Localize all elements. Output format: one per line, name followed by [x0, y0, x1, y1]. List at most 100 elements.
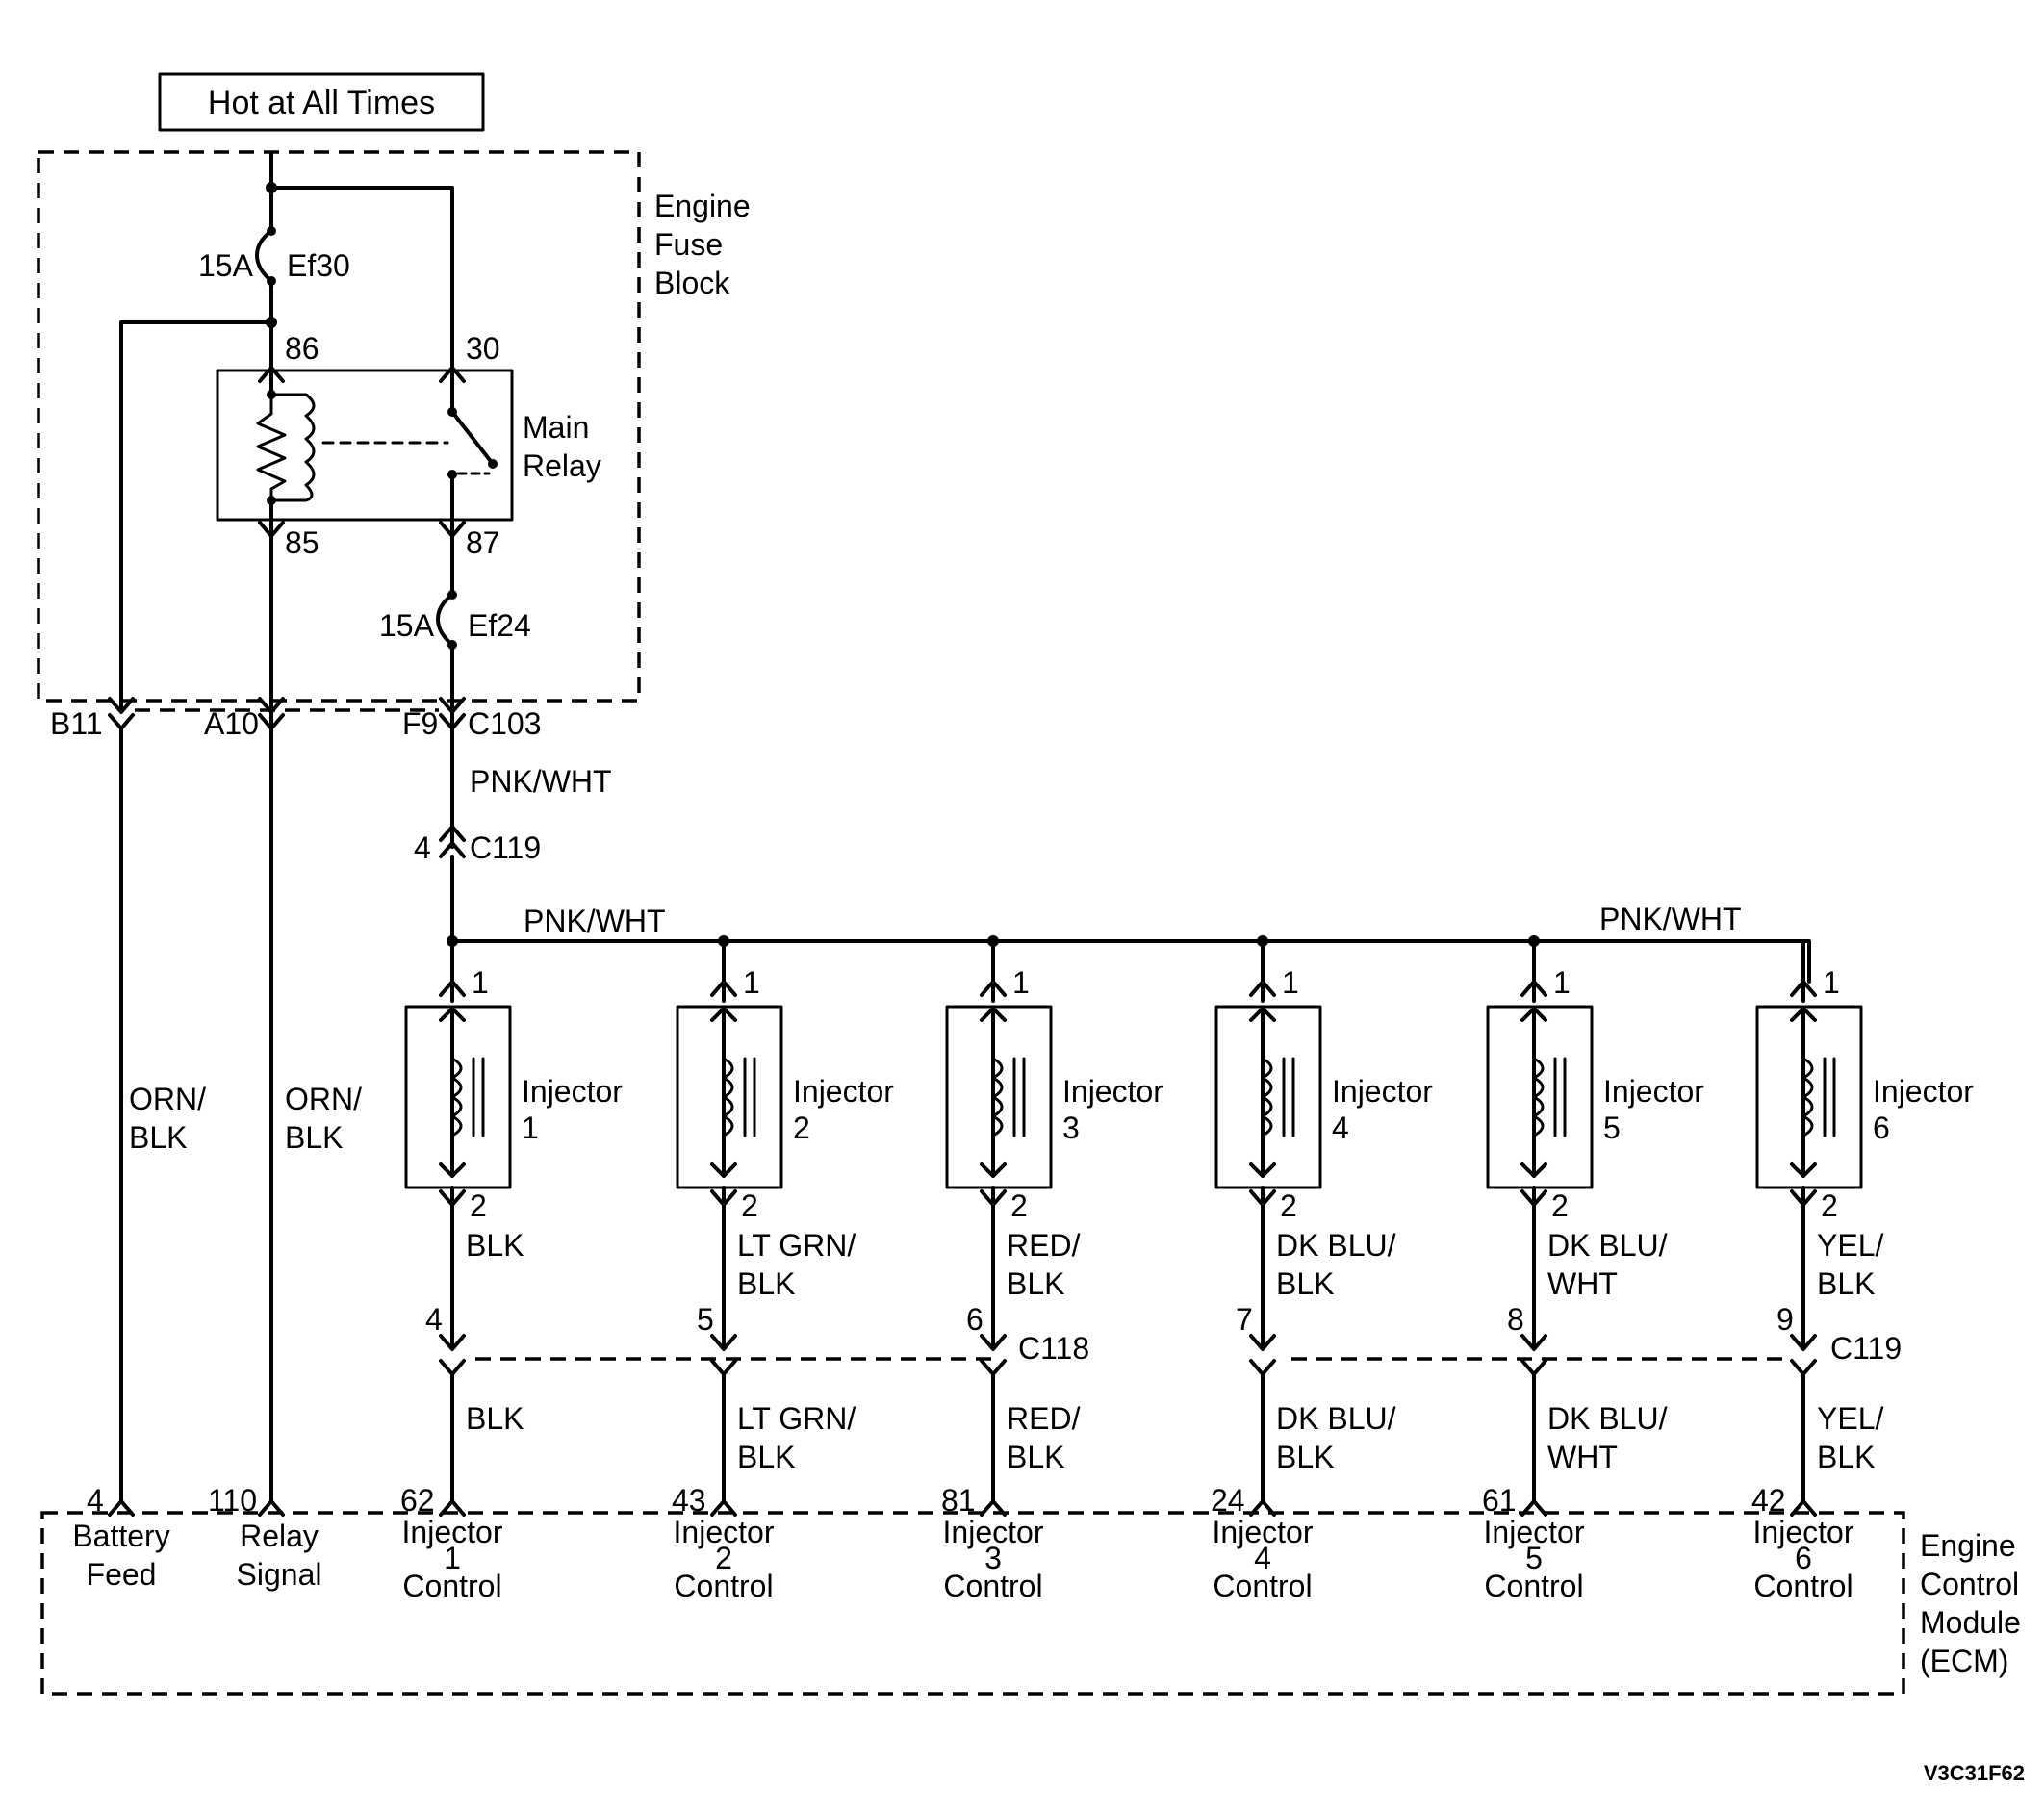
injector-3-inline-connector-female [980, 1359, 1007, 1376]
injector-2-inline-connector-female [710, 1359, 737, 1376]
wire-label-pnk-wht: PNK/WHT [470, 764, 612, 799]
ecm-injector-4-label-1: Injector [1213, 1515, 1314, 1549]
ecm-injector-3-label-3: Control [943, 1569, 1042, 1603]
injector-1-inline-connector-female [439, 1359, 466, 1376]
ecm-injector-5-label-3: Control [1484, 1569, 1583, 1603]
ecm-injector-2-label-2: 2 [715, 1541, 732, 1575]
injector-5-label: Injector [1603, 1074, 1704, 1109]
injector-6-pin1-connector [1790, 980, 1817, 997]
injector-5-connector-pin: 8 [1507, 1302, 1524, 1337]
injector-4-coil-icon [1261, 1057, 1273, 1137]
injector-4-wire-color-lower-1: DK BLU/ [1276, 1401, 1396, 1436]
connector-f9 [439, 697, 466, 714]
injector-6-box [1755, 1005, 1863, 1189]
injector-6-wire-color-upper-2: BLK [1817, 1266, 1875, 1301]
injector-3-label: Injector [1062, 1074, 1163, 1109]
ecm-injector-1-label-1: Injector [402, 1515, 503, 1549]
injector-3-pin1-connector [980, 980, 1007, 997]
fuse-ef30-rating: 15A [198, 248, 254, 283]
ecm-pin-injector-1-connector [439, 1499, 466, 1517]
connector-c119-upper [439, 825, 466, 842]
fuse-ef30-symbol [255, 229, 273, 283]
injector-4-wire-color-lower-2: BLK [1276, 1440, 1334, 1474]
pnk-wht-bus [450, 855, 1811, 984]
ecm-pin-110: 110 [208, 1483, 257, 1518]
injector-3-box [945, 1005, 1053, 1189]
injector-6-core-icon [1823, 1057, 1836, 1137]
injector-4-pin-2: 2 [1280, 1188, 1297, 1223]
wire-label-orn-blk-1: ORN/ [129, 1082, 206, 1116]
ecm-battery-label-1: Battery [72, 1519, 169, 1553]
injector-1-inline-connector [439, 1334, 466, 1351]
ecm-injector-5-label-1: Injector [1484, 1515, 1585, 1549]
relay-switch-contact [450, 410, 495, 466]
injector-3-coil-icon [991, 1057, 1004, 1137]
injector-6-arrow-bottom [1790, 1162, 1817, 1178]
injector-1-pin1-connector [439, 980, 466, 997]
connector-label-f9: F9 [402, 706, 438, 741]
fuse-block-label-2: Fuse [654, 227, 723, 262]
ecm-outline [40, 1511, 1905, 1696]
injector-5-number: 5 [1603, 1111, 1621, 1145]
connector-a10 [258, 697, 285, 714]
injector-2-core-icon [743, 1057, 756, 1137]
injector-3-wire-color-upper-1: RED/ [1007, 1228, 1081, 1263]
relay-pin-87: 87 [466, 525, 500, 560]
hot-at-all-times-label: Hot at All Times [208, 85, 435, 121]
injector-2-label: Injector [793, 1074, 894, 1109]
injector-3-pin-1: 1 [1012, 965, 1030, 1000]
injector-2-inline-connector [710, 1334, 737, 1351]
ecm-injector-4-label-3: Control [1213, 1569, 1312, 1603]
injector-4-wire-color-upper-1: DK BLU/ [1276, 1228, 1396, 1263]
connector-b11 [108, 697, 135, 714]
feed-wire-pin30 [269, 186, 454, 368]
injector-1-arrow-bottom [439, 1162, 466, 1178]
connector-label-c119-lower: C119 [1830, 1331, 1902, 1366]
injector-6-inline-connector [1790, 1334, 1817, 1351]
connector-label-c103: C103 [468, 706, 542, 741]
ecm-injector-1-label-3: Control [402, 1569, 501, 1603]
injector-5-wire-color-upper-1: DK BLU/ [1547, 1228, 1668, 1263]
injector-1-wire-color-upper-1: BLK [466, 1228, 524, 1263]
injector-6-wire-color-lower-2: BLK [1817, 1440, 1875, 1474]
connector-label-c118: C118 [1018, 1331, 1089, 1366]
ecm-relay-label-2: Signal [237, 1557, 322, 1592]
injector-3-wire-color-lower-2: BLK [1007, 1440, 1064, 1474]
ecm-injector-6-label-3: Control [1753, 1569, 1852, 1603]
fuse-ef30-name: Ef30 [287, 248, 350, 283]
main-relay-box [216, 369, 514, 522]
injector-2-box [676, 1005, 783, 1189]
fuse-ef24-name: Ef24 [468, 608, 531, 643]
ecm-pin-injector-3-connector [980, 1499, 1007, 1517]
injector-5-wire-color-lower-1: DK BLU/ [1547, 1401, 1668, 1436]
injector-4-number: 4 [1332, 1111, 1349, 1145]
injector-5-inline-connector-female [1520, 1359, 1547, 1376]
ecm-pin-injector-6-connector [1790, 1499, 1817, 1517]
injector-2-pin1-connector [710, 980, 737, 997]
injector-3-pin-2: 2 [1010, 1188, 1028, 1223]
bus-label-left: PNK/WHT [524, 904, 666, 938]
switch-contact-dot [488, 459, 498, 469]
injector-1-core-icon [472, 1057, 485, 1137]
connector-f9-female [439, 713, 466, 730]
ecm-pin-injector-4-connector [1249, 1499, 1276, 1517]
relay-coil-resistor [256, 393, 287, 502]
injector-2-wire-color-upper-1: LT GRN/ [737, 1228, 856, 1263]
injector-4-wire-color-upper-2: BLK [1276, 1266, 1334, 1301]
injector-1-connector-pin: 4 [425, 1302, 443, 1337]
injector-6-connector-pin: 9 [1776, 1302, 1794, 1337]
connector-label-a10: A10 [204, 706, 259, 741]
ecm-label-2: Control [1920, 1567, 2019, 1601]
injector-3-number: 3 [1062, 1111, 1080, 1145]
injector-2-pin-1: 1 [743, 965, 760, 1000]
fuse-ef24-rating: 15A [379, 608, 435, 643]
injector-4-inline-connector-female [1249, 1359, 1276, 1376]
injector-6-pin-1: 1 [1823, 965, 1840, 1000]
engine-fuse-block-outline [37, 150, 641, 703]
ecm-injector-4-label-2: 4 [1254, 1541, 1271, 1575]
injector-3-wire-color-lower-1: RED/ [1007, 1401, 1081, 1436]
injector-2-connector-pin: 5 [697, 1302, 714, 1337]
connector-c119-upper-female [439, 841, 466, 858]
injector-2-wire-color-lower-2: BLK [737, 1440, 795, 1474]
injector-5-wire-color-lower-2: WHT [1547, 1440, 1618, 1474]
